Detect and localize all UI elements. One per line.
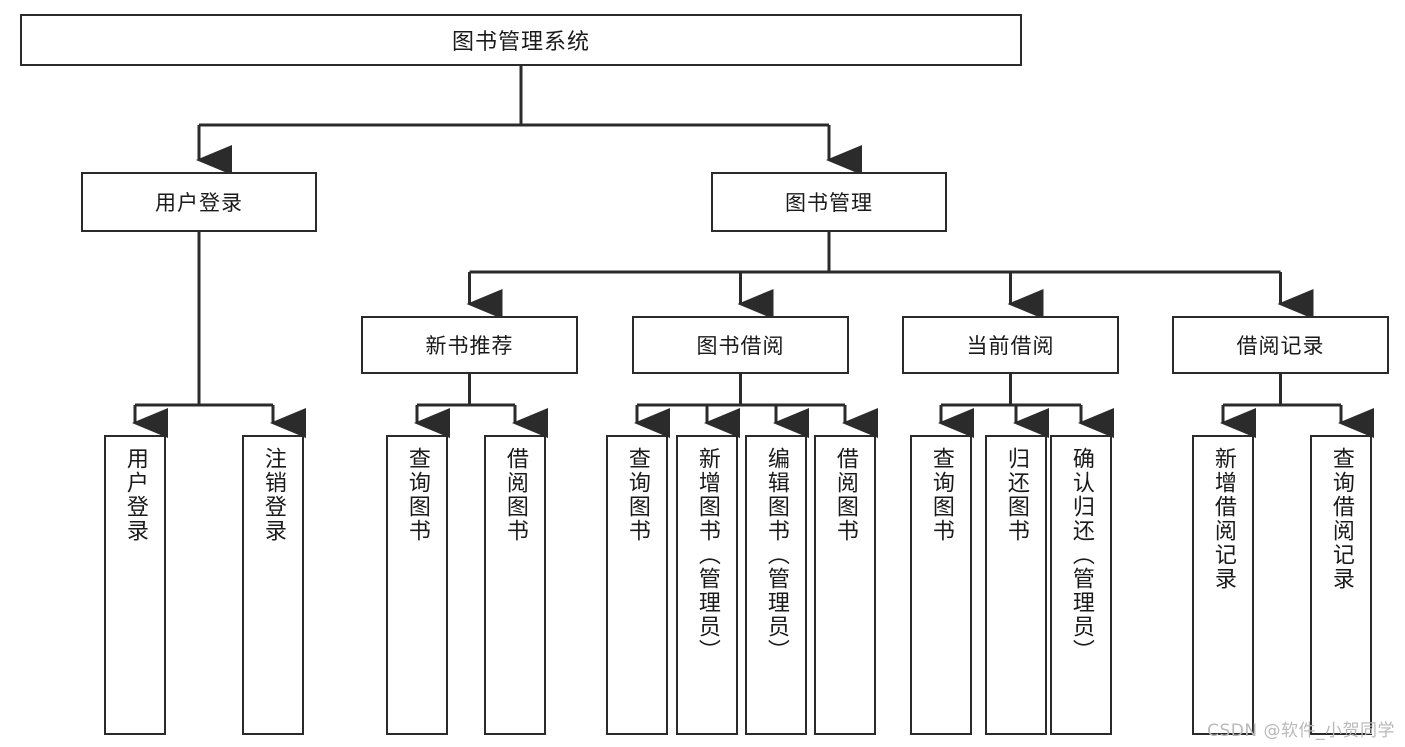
node-user-login[interactable]: 用户登录 (81, 172, 317, 232)
node-leaf-query-book-1[interactable]: 查询图书 (386, 435, 448, 735)
watermark-label: CSDN @软件_小贺同学 (1207, 721, 1395, 741)
node-label: 当前借阅 (966, 334, 1055, 358)
node-label: 查询借阅记录 (1328, 447, 1354, 591)
node-label: 图书管理系统 (451, 30, 590, 55)
node-leaf-edit-book[interactable]: 编辑图书（管理员） (745, 435, 807, 735)
node-label: 用户登录 (155, 191, 243, 215)
node-label: 图书借阅 (696, 334, 785, 358)
node-leaf-confirm-return[interactable]: 确认归还（管理员） (1050, 435, 1112, 735)
node-label: 图书管理 (785, 191, 873, 215)
node-new-book-rec[interactable]: 新书推荐 (361, 316, 578, 374)
node-label: 查询图书 (928, 447, 954, 543)
node-leaf-add-book[interactable]: 新增图书（管理员） (676, 435, 738, 735)
node-label: 归还图书 (1003, 447, 1029, 543)
node-borrow-record[interactable]: 借阅记录 (1172, 316, 1389, 374)
node-root[interactable]: 图书管理系统 (20, 14, 1022, 66)
node-label: 编辑图书（管理员） (763, 447, 789, 663)
node-leaf-query-book-2[interactable]: 查询图书 (606, 435, 668, 735)
node-label: 新增图书（管理员） (694, 447, 720, 663)
node-label: 查询图书 (404, 447, 430, 543)
node-leaf-logout[interactable]: 注销登录 (242, 435, 304, 735)
node-label: 借阅图书 (502, 447, 528, 543)
node-label: 查询图书 (624, 447, 650, 543)
node-label: 新增借阅记录 (1210, 447, 1236, 591)
node-label: 用户登录 (122, 447, 148, 543)
node-label: 借阅图书 (832, 447, 858, 543)
node-label: 新书推荐 (425, 334, 514, 358)
node-leaf-user-login[interactable]: 用户登录 (104, 435, 166, 735)
node-leaf-borrow-book-2[interactable]: 借阅图书 (814, 435, 876, 735)
node-label: 注销登录 (260, 447, 286, 543)
node-current-borrow[interactable]: 当前借阅 (902, 316, 1119, 374)
node-label: 借阅记录 (1236, 334, 1325, 358)
node-leaf-return-book[interactable]: 归还图书 (985, 435, 1047, 735)
node-label: 确认归还（管理员） (1068, 447, 1094, 663)
node-leaf-add-record[interactable]: 新增借阅记录 (1192, 435, 1254, 735)
node-book-manage[interactable]: 图书管理 (711, 172, 947, 232)
node-book-borrow[interactable]: 图书借阅 (632, 316, 849, 374)
node-leaf-query-book-3[interactable]: 查询图书 (910, 435, 972, 735)
node-leaf-borrow-book-1[interactable]: 借阅图书 (484, 435, 546, 735)
node-leaf-query-record[interactable]: 查询借阅记录 (1310, 435, 1372, 735)
